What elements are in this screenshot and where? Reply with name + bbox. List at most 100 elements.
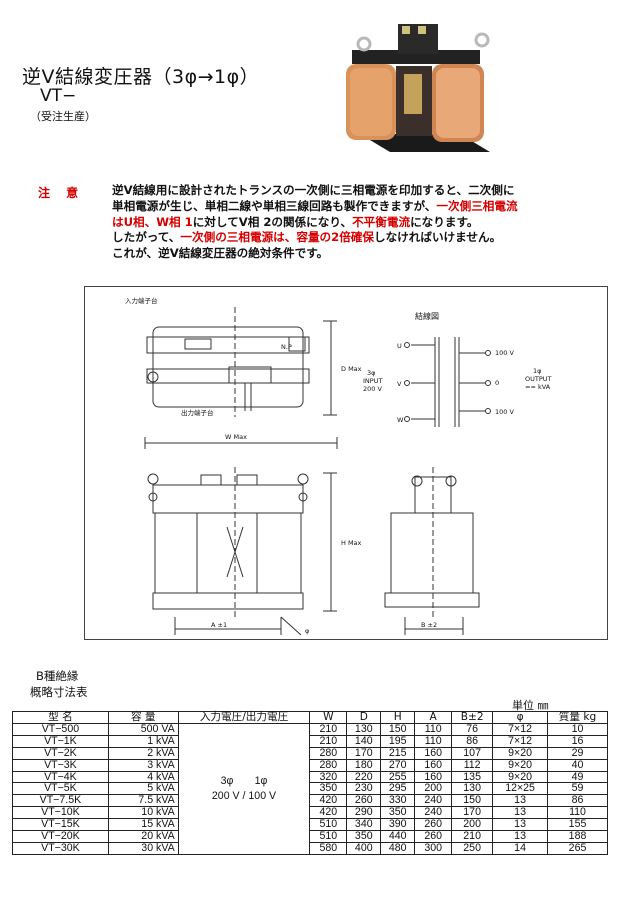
output-neutral: 0 xyxy=(495,379,499,387)
table-cell: VT−4K xyxy=(12,770,109,784)
table-cell: 4 kVA xyxy=(107,770,179,784)
table-cell: 76 xyxy=(451,722,494,736)
table-cell: 40 xyxy=(547,758,608,772)
output-phase: 1φ xyxy=(533,367,541,375)
table-cell: 240 xyxy=(414,806,453,820)
table-cell: 130 xyxy=(451,782,494,796)
table-cell: 420 xyxy=(309,794,348,808)
table-cell: 250 xyxy=(451,841,494,855)
table-cell: VT−500 xyxy=(12,722,109,736)
caution-text: 逆V結線用に設計されたトランスの一次側に三相電源を印加すると、二次側に 単相電源… xyxy=(112,183,582,262)
caution-label: 注 意 xyxy=(38,186,85,200)
caution-line: はU相、W相 1に対してV相 2の関係になり、不平衡電流になります。 xyxy=(112,214,479,229)
table-cell: 265 xyxy=(547,841,608,855)
input-label: INPUT xyxy=(363,377,382,385)
table-cell: VT−1K xyxy=(12,734,109,748)
table-cell: 7×12 xyxy=(492,734,549,748)
unit-label: 単位 ㎜ xyxy=(512,699,549,712)
col-header: 型 名 xyxy=(12,711,109,724)
col-header: W xyxy=(309,711,348,724)
drawing-svg: 入力端子台 出力端子台 N.P 結線図 U V W 3φ INPUT 200 V… xyxy=(125,296,552,636)
table-cell: 280 xyxy=(309,746,348,760)
wiring-title: 結線図 xyxy=(415,311,439,321)
dim-a-label: A ±1 xyxy=(211,621,227,629)
table-cell: 170 xyxy=(451,806,494,820)
input-phase: 3φ xyxy=(367,369,375,377)
table-cell: 280 xyxy=(309,758,348,772)
table-cell: 260 xyxy=(414,830,453,843)
table-cell: 340 xyxy=(346,818,382,832)
table-cell: 188 xyxy=(547,830,608,843)
col-header: A xyxy=(414,711,453,724)
table-cell: 160 xyxy=(414,758,453,772)
table-cell: 255 xyxy=(380,770,416,784)
col-header: 質量 kg xyxy=(547,711,608,724)
table-cell: 270 xyxy=(380,758,416,772)
table-cell: 290 xyxy=(346,806,382,820)
table-cell: 135 xyxy=(451,770,494,784)
table-cell: 9×20 xyxy=(492,758,549,772)
voltage-phase: 3φ 1φ xyxy=(220,774,268,787)
voltage-value: 200 V / 100 V xyxy=(211,789,277,802)
table-cell: 200 xyxy=(451,818,494,832)
table-cell: 230 xyxy=(346,782,382,796)
col-header: B±2 xyxy=(451,711,494,724)
table-cell: 12×25 xyxy=(492,782,549,796)
output-capacity: == kVA xyxy=(525,383,551,391)
table-cell: 160 xyxy=(414,770,453,784)
dim-h-label: H Max xyxy=(341,539,362,547)
table-cell: VT−15K xyxy=(12,818,109,832)
col-header: φ xyxy=(492,711,549,724)
table-cell: 390 xyxy=(380,818,416,832)
model-prefix: VT− xyxy=(40,86,77,106)
table-cell: VT−3K xyxy=(12,758,109,772)
table-cell: 2 kVA xyxy=(107,746,179,760)
table-cell: 215 xyxy=(380,746,416,760)
table-cell: 13 xyxy=(492,818,549,832)
table-cell: 10 kVA xyxy=(107,806,179,820)
table-cell: 49 xyxy=(547,770,608,784)
order-note: （受注生産） xyxy=(30,110,96,123)
table-cell: 350 xyxy=(346,830,382,843)
col-header: 容 量 xyxy=(107,711,179,724)
table-cell: 9×20 xyxy=(492,746,549,760)
table-cell: VT−10K xyxy=(12,806,109,820)
table-cell: 1 kVA xyxy=(107,734,179,748)
table-cell: 220 xyxy=(346,770,382,784)
table-cell: 5 kVA xyxy=(107,782,179,796)
insulation-class: B種絶縁 xyxy=(36,669,79,683)
col-header: H xyxy=(380,711,416,724)
dim-b-label: B ±2 xyxy=(421,621,437,629)
table-cell: 150 xyxy=(451,794,494,808)
table-header-row: 型 名 容 量 入力電圧/出力電圧 W D H A B±2 φ 質量 kg xyxy=(12,711,608,724)
phase-v: V xyxy=(397,380,402,388)
phase-w: W xyxy=(397,416,404,424)
table-cell: 200 xyxy=(414,782,453,796)
caution-line: 単相電源が生じ、単相二線や単相三線回路も製作できますが、一次側三相電流 xyxy=(112,198,518,213)
table-cell: 160 xyxy=(414,746,453,760)
table-cell: 30 kVA xyxy=(107,841,179,855)
dimension-table-title: 概略寸法表 xyxy=(30,685,88,699)
table-cell: 480 xyxy=(380,841,416,855)
input-terminal-label: 入力端子台 xyxy=(125,296,158,305)
table-cell: 29 xyxy=(547,746,608,760)
table-cell: 155 xyxy=(547,818,608,832)
table-cell: VT−7.5K xyxy=(12,794,109,808)
table-cell: 420 xyxy=(309,806,348,820)
table-cell: 110 xyxy=(414,734,453,748)
table-cell: 510 xyxy=(309,830,348,843)
table-cell: 86 xyxy=(451,734,494,748)
dimension-table: 型 名 容 量 入力電圧/出力電圧 W D H A B±2 φ 質量 kg VT… xyxy=(12,711,608,855)
table-cell: 13 xyxy=(492,794,549,808)
caution-line: 逆V結線用に設計されたトランスの一次側に三相電源を印加すると、二次側に xyxy=(112,183,515,197)
table-cell: VT−20K xyxy=(12,830,109,843)
table-cell: 210 xyxy=(309,722,348,736)
